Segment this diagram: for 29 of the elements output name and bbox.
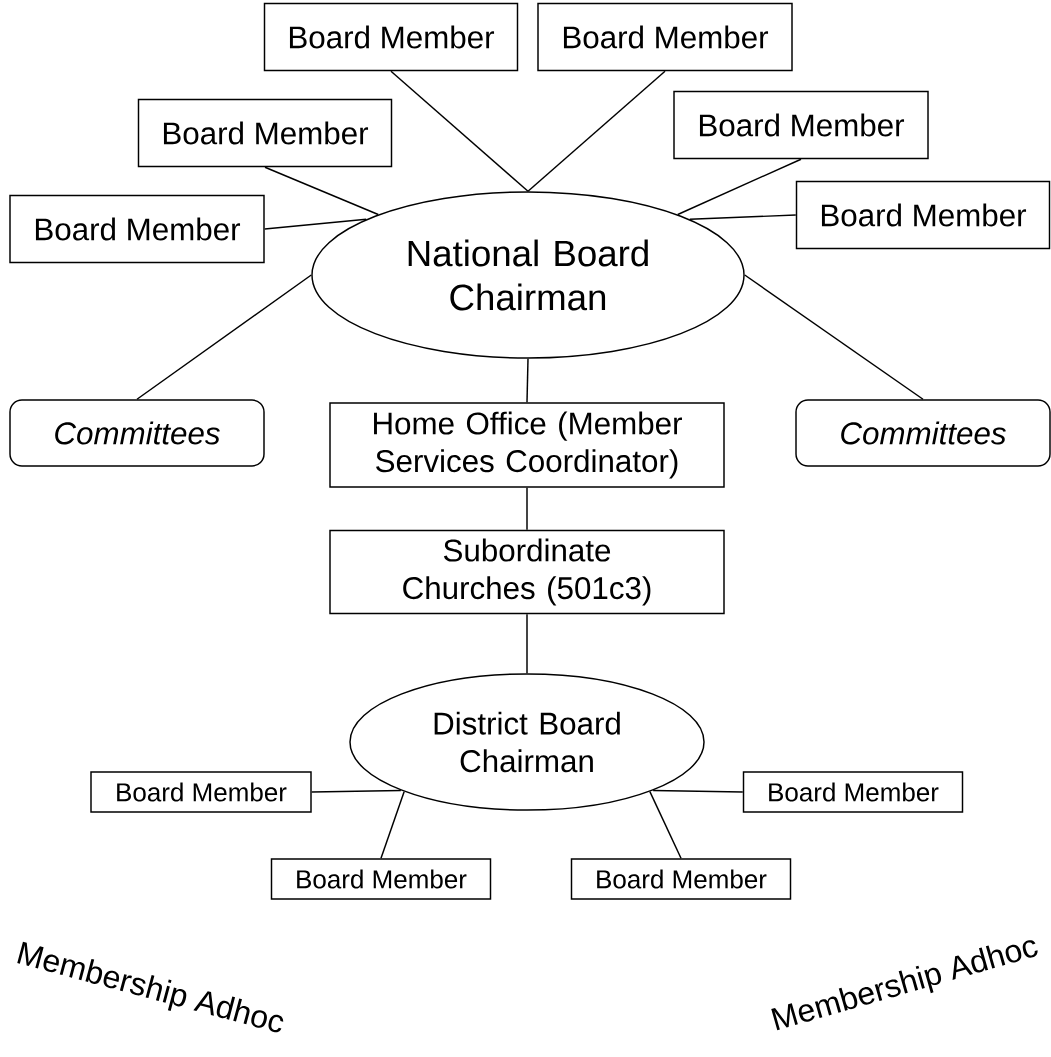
- committee-box: Committees: [9, 399, 265, 467]
- member-box: Board Member: [90, 771, 312, 813]
- connector-line: [677, 158, 802, 216]
- connector-line: [390, 70, 529, 192]
- member-box: Board Member: [137, 98, 393, 168]
- connector-line: [311, 789, 402, 793]
- member-box: Board Member: [742, 771, 964, 813]
- connector-line: [526, 613, 528, 674]
- connector-line: [136, 274, 312, 400]
- connector-line: [264, 166, 379, 216]
- connector-line: [527, 70, 666, 192]
- connector-line: [652, 789, 744, 793]
- connector-line: [380, 790, 405, 859]
- connector-line: [526, 358, 529, 403]
- member-box: Board Member: [795, 180, 1051, 250]
- member-box: Subordinate Churches (501c3): [329, 529, 725, 615]
- connector-line: [689, 214, 797, 220]
- member-box: Board Member: [270, 858, 492, 900]
- member-box: Board Member: [537, 2, 793, 72]
- member-box: Home Office (Member Services Coordinator): [329, 402, 725, 488]
- committee-box: Committees: [795, 399, 1051, 467]
- member-box: Board Member: [570, 858, 792, 900]
- connector-line: [649, 790, 682, 859]
- connector-line: [744, 274, 924, 400]
- member-box: Board Member: [673, 90, 929, 160]
- member-box: Board Member: [263, 2, 519, 72]
- member-box: Board Member: [9, 194, 265, 264]
- connector-line: [526, 487, 528, 531]
- connector-line: [264, 218, 367, 230]
